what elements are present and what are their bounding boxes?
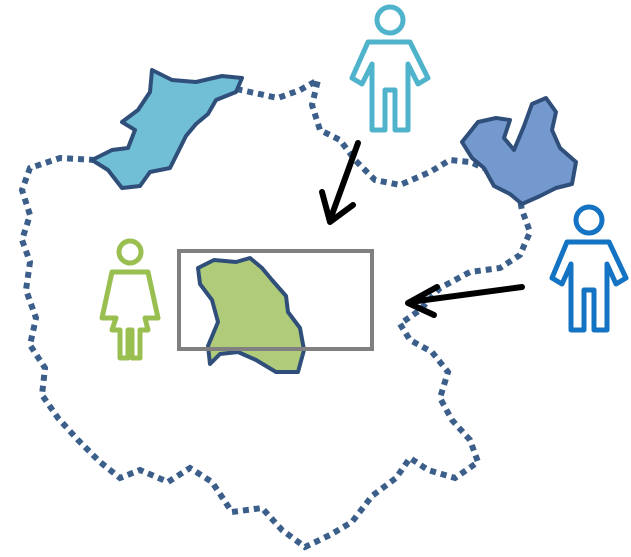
female-person-icon (99, 238, 161, 361)
male-person-blue-icon (549, 204, 629, 333)
focus-box (177, 249, 374, 351)
region-center (196, 256, 306, 374)
region-northwest (90, 68, 244, 190)
arrow-icon (319, 140, 361, 225)
country-outline (18, 74, 534, 551)
male-person-light-blue-icon (349, 4, 431, 133)
region-northeast (460, 96, 578, 206)
arrow-icon (405, 284, 525, 318)
